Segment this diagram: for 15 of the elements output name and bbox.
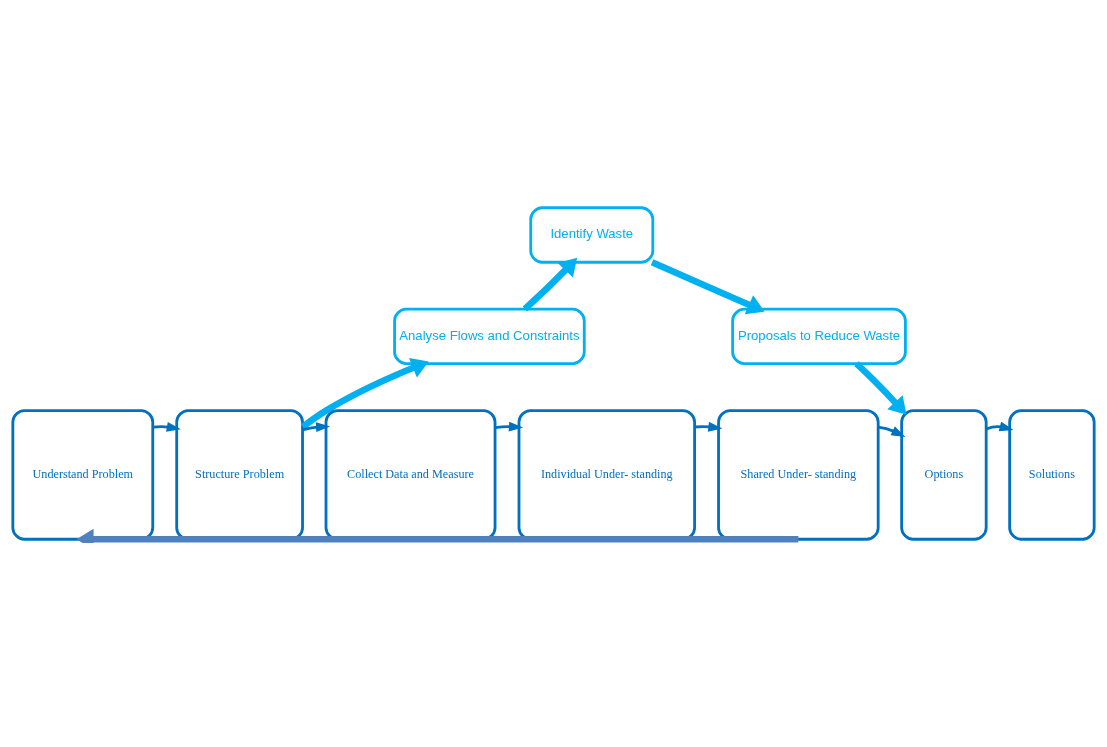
- arrow: [495, 421, 524, 432]
- arrow: [522, 257, 578, 312]
- node-box: Solutions: [1008, 409, 1096, 541]
- arrow: [152, 421, 181, 432]
- node-box: Proposals to Reduce Waste: [731, 307, 907, 366]
- arrow: [650, 259, 765, 315]
- node-box: Identify Waste: [529, 206, 655, 264]
- node-box: Options: [900, 409, 988, 541]
- node-box: Shared Under- standing: [717, 409, 880, 541]
- arrow: [878, 425, 906, 437]
- node-box: Analyse Flows and Constraints: [393, 307, 586, 366]
- arrow: [76, 528, 799, 543]
- arrow: [854, 361, 907, 415]
- arrow: [986, 421, 1014, 432]
- arrow: [694, 421, 723, 432]
